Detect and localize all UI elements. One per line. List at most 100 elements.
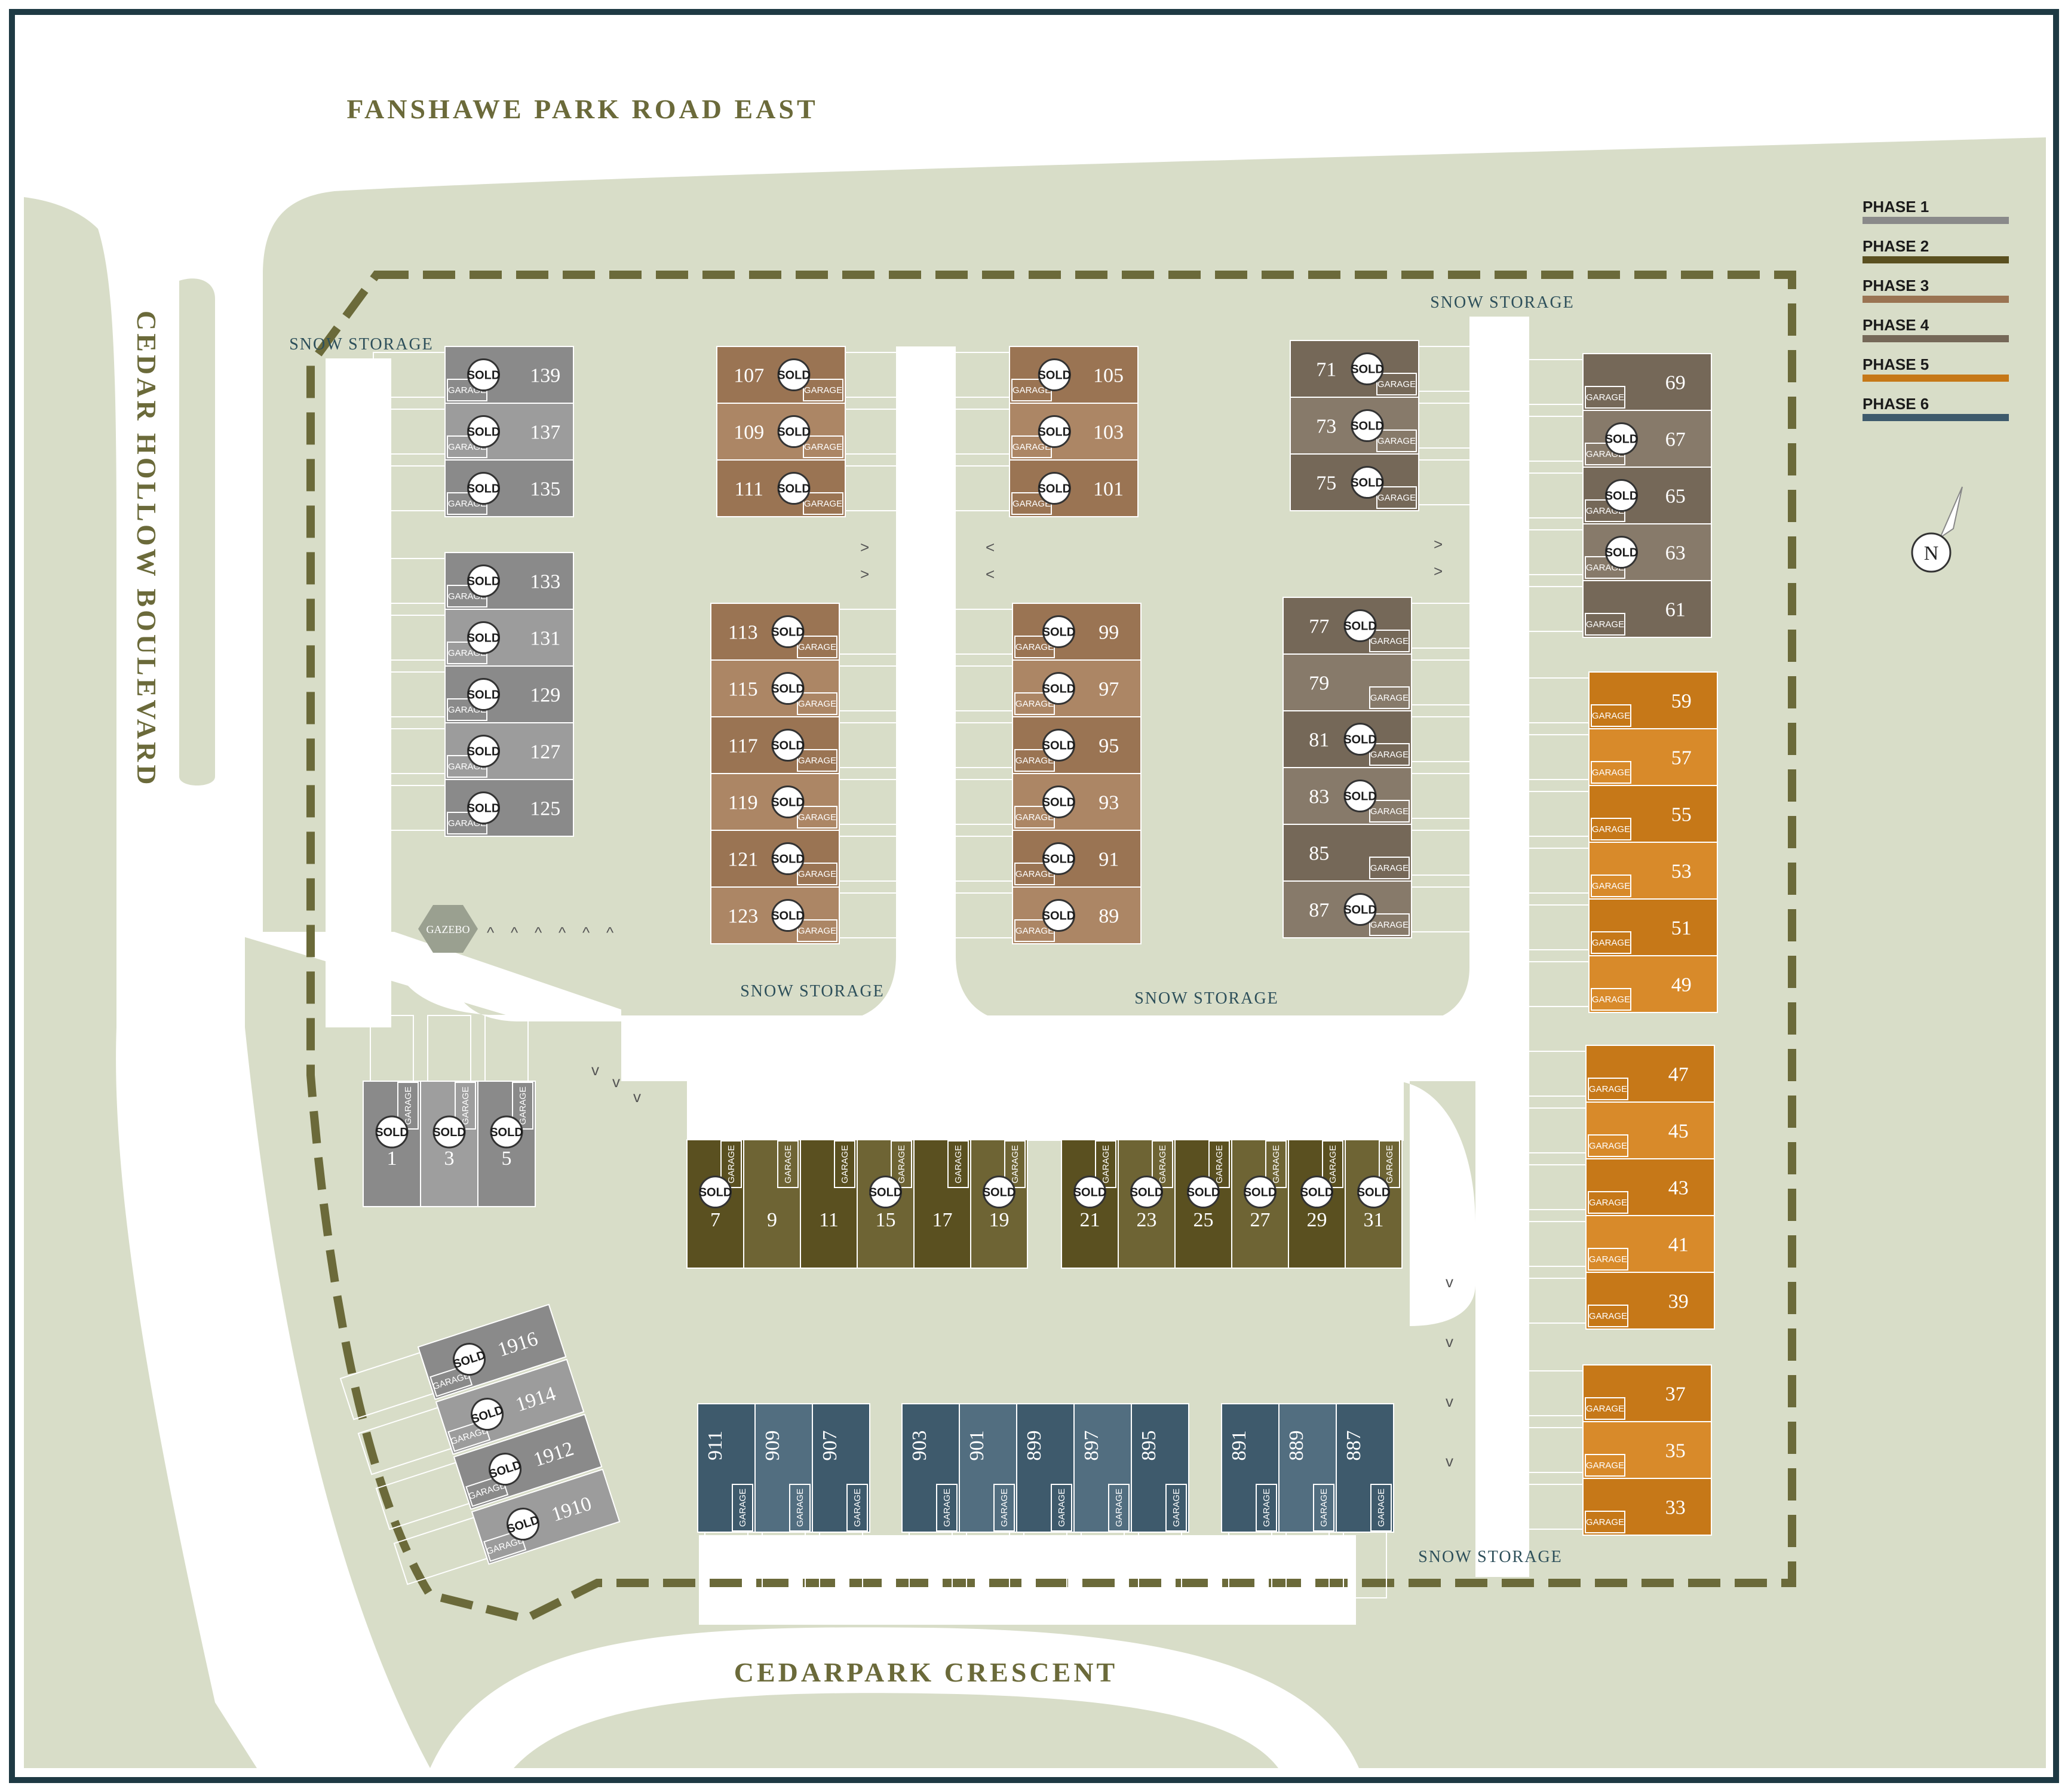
sold-label: SOLD [1038, 483, 1071, 496]
garage-label: GARAGE [1592, 995, 1630, 1005]
unit-shape [444, 779, 574, 837]
unit-shape [1282, 653, 1412, 711]
garage-label: GARAGE [1328, 1145, 1338, 1183]
unit-number: 69 [1665, 372, 1686, 394]
unit-lot[interactable]: GARAGE 69 [1511, 353, 1712, 411]
internal-road-west [326, 358, 391, 1027]
garage-box [1313, 1484, 1334, 1532]
garage-box [1265, 1140, 1287, 1188]
north-circle [1911, 532, 1952, 573]
unit-number: 7 [710, 1209, 720, 1231]
garage-box [1376, 429, 1417, 452]
unit-shape [812, 1403, 870, 1533]
driveway-outline [807, 1073, 851, 1140]
garage-box [1585, 386, 1625, 409]
garage-label: GARAGE [1586, 1460, 1624, 1471]
unit-shape [1221, 1403, 1280, 1533]
unit-number: 1 [387, 1147, 397, 1170]
legend-label: PHASE 5 [1863, 355, 1929, 373]
garage-label: GARAGE [1586, 392, 1624, 403]
north-arrow-icon [1938, 486, 1963, 539]
unit-shape [1585, 1272, 1715, 1330]
